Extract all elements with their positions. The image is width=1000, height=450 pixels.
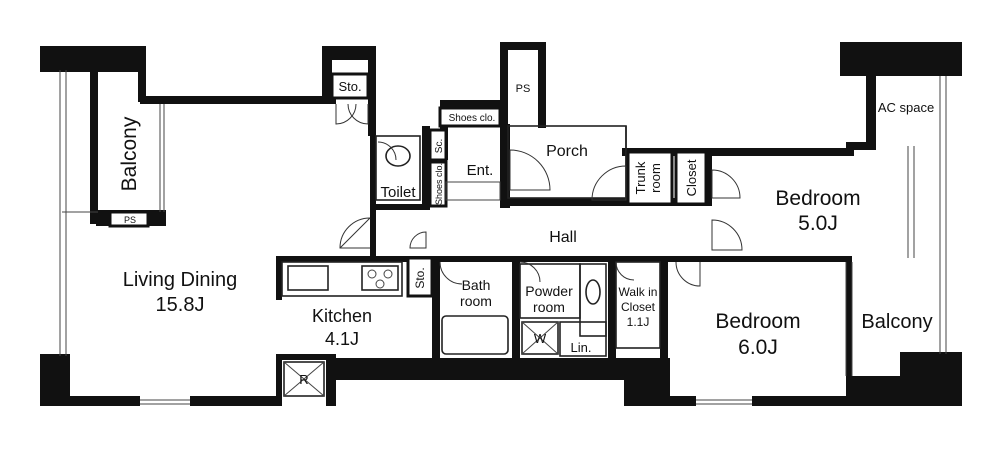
shoes-clo-side-label: Shoes clo. — [434, 163, 444, 205]
powder-line1: Powder — [525, 283, 573, 299]
bath-line1: Bath — [462, 277, 491, 293]
trunk-line1: Trunk — [633, 161, 648, 194]
porch-label: Porch — [546, 143, 588, 160]
wic-line3: 1.1J — [627, 315, 650, 329]
shoes-clo-top-label: Shoes clo. — [449, 113, 496, 124]
ps-balcony-label: PS — [124, 215, 136, 225]
storage-labels: Sto. Sto. Shoes clo. Shoes clo. Sc. Lin. — [338, 79, 591, 355]
sto-top-label: Sto. — [338, 79, 361, 94]
entrance-label: Ent. — [467, 162, 494, 179]
powder-line2: room — [533, 299, 565, 315]
thin-lines — [59, 70, 947, 405]
wic-line2: Closet — [621, 300, 656, 314]
sc-label: Sc. — [434, 139, 445, 153]
kitchen-size: 4.1J — [325, 329, 359, 349]
bath-line2: room — [460, 293, 492, 309]
balcony-right-label: Balcony — [861, 311, 932, 333]
bedroom-a-name: Bedroom — [775, 187, 860, 210]
trunk-line2: room — [648, 163, 663, 193]
living-dining-size: 15.8J — [156, 294, 205, 316]
lin-label: Lin. — [571, 340, 592, 355]
toilet-label: Toilet — [380, 184, 416, 201]
door-swings — [335, 103, 743, 287]
washer-label: W — [534, 331, 547, 346]
room-labels: Living Dining 15.8J Kitchen 4.1J Bedroom… — [118, 100, 934, 359]
wic-line1: Walk in — [619, 285, 658, 299]
fixture-labels: PS PS W R — [124, 83, 547, 387]
sto-kitchen-label: Sto. — [413, 267, 427, 288]
ps-top-label: PS — [516, 83, 531, 95]
ac-space-label: AC space — [878, 100, 934, 115]
closet-label: Closet — [684, 159, 699, 196]
bedroom-a-size: 5.0J — [798, 212, 838, 235]
bedroom-b-name: Bedroom — [715, 310, 800, 333]
refrigerator-label: R — [299, 372, 308, 387]
hall-label: Hall — [549, 229, 577, 246]
bedroom-b-size: 6.0J — [738, 336, 778, 359]
kitchen-name: Kitchen — [312, 306, 372, 326]
balcony-left-label: Balcony — [118, 116, 141, 191]
living-dining-name: Living Dining — [123, 269, 238, 291]
